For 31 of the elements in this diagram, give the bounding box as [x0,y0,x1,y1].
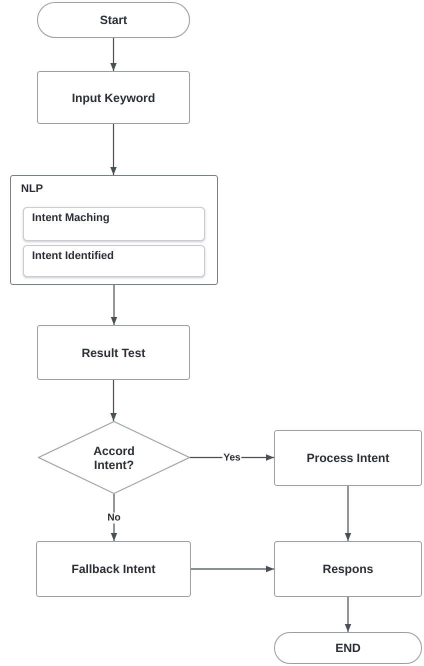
process-box [37,71,190,124]
node-label: Accord Intent? [92,444,136,472]
node-label: END [335,641,361,655]
subprocess-box [23,207,205,241]
terminal-pill [274,632,422,664]
node-label: Start [100,13,128,27]
process-box [274,430,422,486]
process-box [274,541,422,597]
node-label: Fallback Intent [71,562,156,576]
arrow [110,285,118,325]
arrow [110,38,117,71]
node-label: Intent Identified [32,250,114,262]
arrow [344,597,352,632]
arrow [110,380,117,421]
process-box [37,325,190,380]
node-label: Intent Maching [32,212,110,224]
arrow [191,566,274,572]
node-label: NLP [21,183,43,195]
terminal-pill [37,2,190,38]
arrow [110,494,118,541]
process-box [36,541,191,597]
group-container [10,175,218,285]
node-label: Respons [322,562,374,576]
edge-label: Yes [222,452,242,463]
arrow [110,124,117,175]
node-label: Process Intent [306,451,390,465]
edge-label: No [106,512,122,523]
subprocess-box [23,245,205,277]
node-label: Result Test [82,346,146,360]
arrow [344,486,352,541]
node-label: Input Keyword [72,90,156,104]
